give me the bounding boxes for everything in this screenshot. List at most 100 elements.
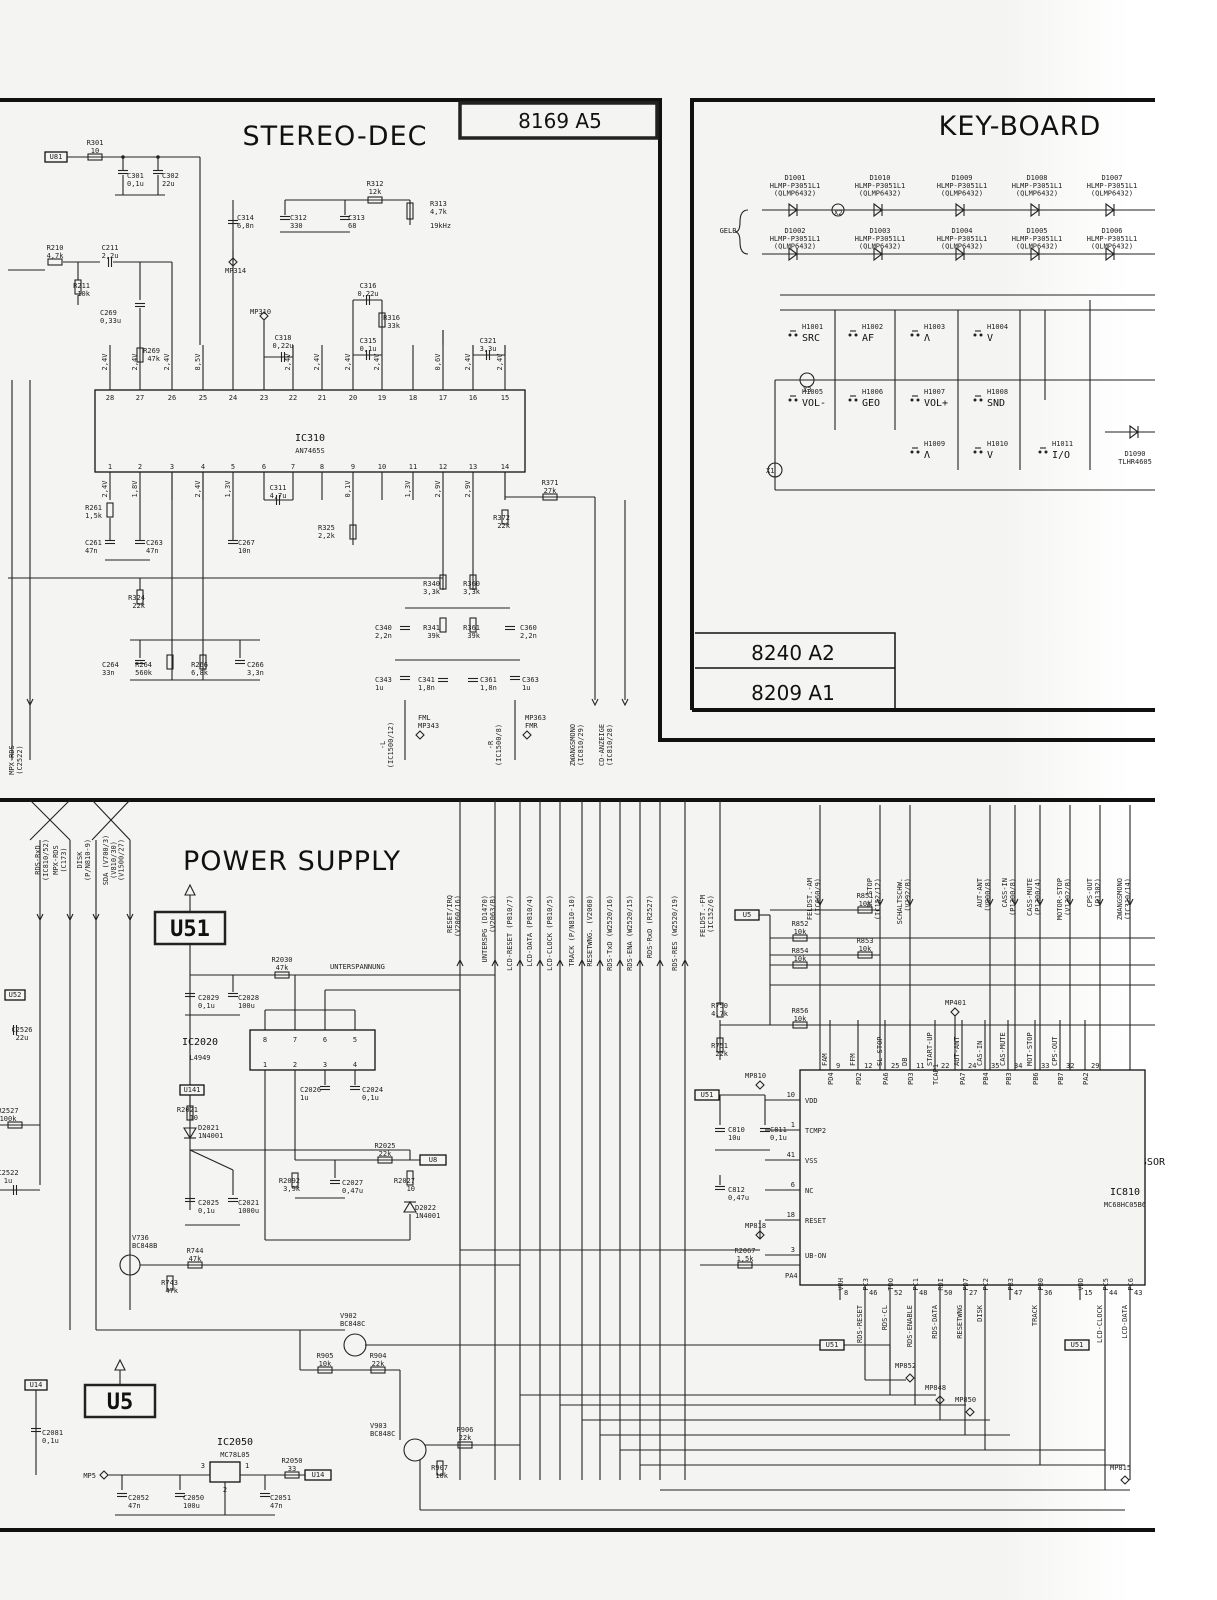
key-h1008: H1008: [987, 388, 1008, 396]
key-h1010: H1010: [987, 440, 1008, 448]
key-label-h1003: Λ: [924, 333, 930, 344]
proc-pin-pd3: PD3: [907, 1072, 915, 1085]
proc-net-track: TRACK: [1031, 1304, 1039, 1326]
proc-net-start-up: START-UP: [926, 1032, 934, 1066]
key-label-h1001: SRC: [802, 333, 820, 344]
proc-pinnum-25: 25: [891, 1062, 899, 1070]
ic810-ref: IC810: [1110, 1187, 1140, 1198]
key-label-h1002: AF: [862, 333, 874, 344]
title-stereo-dec: STEREO-DEC: [243, 121, 428, 152]
proc-pin-pd4: PD4: [827, 1072, 835, 1085]
signal-rds-rxd: RDS-RxD(IC810/52): [34, 839, 50, 881]
proc-pin-pc2: PC2: [982, 1278, 990, 1291]
key-h1005: H1005: [802, 388, 823, 396]
bus-signal-cass-mute: CASS-MUTE(P1300/4): [1026, 878, 1042, 916]
signal-zwangsmono: ZWANGSMONO(IC810/29): [569, 724, 585, 766]
ic2020-ref: IC2020: [182, 1037, 218, 1048]
proc-net-lcd-clock: LCD-CLOCK: [1096, 1304, 1104, 1343]
proc-pinnum-15: 15: [1084, 1289, 1092, 1297]
ic310-voltage-top: 2,4V: [344, 353, 352, 371]
bus-signal-reset-irq: RESET/IRQ(V2060/16): [446, 895, 462, 937]
ic310-pin-26: 26: [168, 394, 176, 402]
proc-net-mot-stop: MOT-STOP: [1026, 1032, 1034, 1066]
proc-pinnum-8: 8: [844, 1289, 848, 1297]
proc-pinnum-35: 35: [991, 1062, 999, 1070]
ic310-pin-18: 18: [409, 394, 417, 402]
bus-signal-aut-ant: AUT-ANT(V900/8): [976, 877, 992, 911]
key-h1006: H1006: [862, 388, 883, 396]
proc-pinnum-22: 22: [941, 1062, 949, 1070]
proc-pinnum-32: 32: [1066, 1062, 1074, 1070]
proc-pin-pc1: PC1: [912, 1278, 920, 1291]
proc-net-db: DB: [901, 1058, 909, 1066]
proc-net-lcd-data: LCD-DATA: [1121, 1304, 1129, 1339]
ic310-voltage-top: 2,4V: [284, 353, 292, 371]
test-point-mp848: MP848: [925, 1384, 946, 1392]
bus-signal-rds-res-w2520-19: RDS-RES (W2520/19): [671, 895, 679, 971]
ic310-pin-13: 13: [469, 463, 477, 471]
key-h1009: H1009: [924, 440, 945, 448]
proc-pin-rdi: RDI: [937, 1278, 945, 1291]
proc-pin-vss: VSS: [805, 1157, 818, 1165]
ic310-voltage-bottom: 2,9V: [434, 480, 442, 498]
label-x1: X1: [766, 467, 774, 475]
title-power-supply: POWER SUPPLY: [183, 846, 401, 877]
key-label-h1009: Λ: [924, 450, 930, 461]
ic310-pin-2: 2: [138, 463, 142, 471]
key-label-h1006: GEO: [862, 398, 880, 409]
test-point-mp815: MP815: [1110, 1464, 1131, 1472]
key-h1011: H1011: [1052, 440, 1073, 448]
ic310-voltage-top: 0,6V: [434, 353, 442, 371]
ic310-ref: IC310: [295, 433, 325, 444]
bus-signal-lcd-data-p810-4: LCD-DATA (P810/4): [526, 895, 534, 967]
ic310-voltage-top: 2,4V: [496, 353, 504, 371]
module-code-8209: 8209 A1: [751, 681, 835, 705]
proc-pinnum-41: 41: [787, 1151, 795, 1159]
proc-pinnum-10: 10: [787, 1091, 795, 1099]
bus-signal-rds-ena-w2520-15: RDS-ENA (W2520/15): [626, 895, 634, 971]
proc-net-cps-out: CPS-OUT: [1051, 1036, 1059, 1066]
bus-signal-rds-txd-w2520-16: RDS-TxD (W2520/16): [606, 895, 614, 971]
bus-signal-unterspg-d1470: UNTERSPG (D1470)(V2063/B): [481, 895, 497, 962]
label-x3: X3: [803, 386, 811, 394]
ic310-pin-28: 28: [106, 394, 114, 402]
ic310-pin-8: 8: [320, 463, 324, 471]
proc-pinnum-9: 9: [836, 1062, 840, 1070]
signal-mpx-rds: MPX-RDS(C173): [52, 845, 68, 875]
ic310-pin-12: 12: [439, 463, 447, 471]
proc-pinnum-18: 18: [787, 1211, 795, 1219]
proc-net-cas-mute: CAS-MUTE: [999, 1032, 1007, 1066]
signal-out-l: -L(IC1500/12): [379, 722, 395, 768]
ic310-pin-19: 19: [378, 394, 386, 402]
